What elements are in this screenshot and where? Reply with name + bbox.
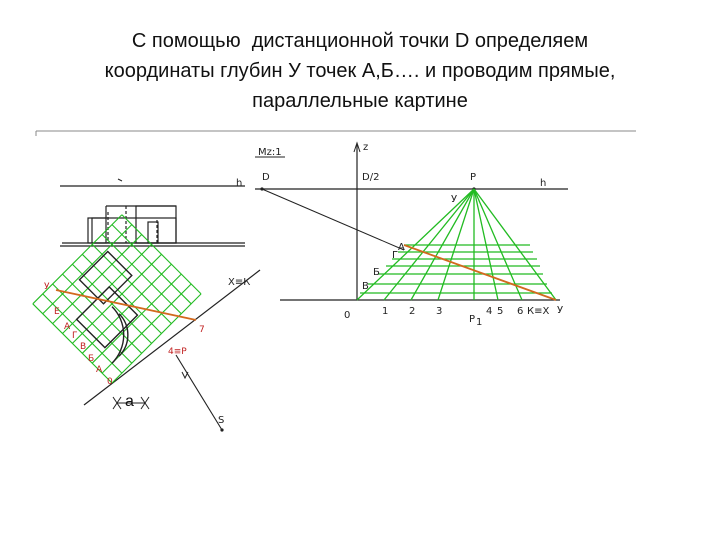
plan-e-label: Е bbox=[54, 307, 60, 317]
point-a-label: а bbox=[125, 393, 134, 410]
plan-seven-label: 7 bbox=[199, 325, 205, 335]
distance-line bbox=[261, 188, 405, 251]
building-elevation bbox=[60, 205, 245, 247]
x-end-label: К≡Х bbox=[527, 306, 549, 317]
tick-4: 4 bbox=[486, 306, 492, 317]
p1-subscript: 1 bbox=[476, 317, 482, 328]
plan-xk-label: Х≡К bbox=[228, 277, 250, 288]
p1-label: P bbox=[469, 314, 475, 325]
plan-a2-label: А bbox=[96, 365, 103, 375]
tick-2: 2 bbox=[409, 306, 415, 317]
tick-6: 6 bbox=[517, 306, 523, 317]
y-top-label: У bbox=[451, 194, 457, 205]
tick-3: 3 bbox=[436, 306, 442, 317]
y-axis-bottom-label: У bbox=[557, 305, 563, 316]
heading-line-2: координаты глубин У точек А,Б…. и провод… bbox=[104, 60, 616, 82]
heading-line-1: С помощью дистанционной точки D определя… bbox=[131, 30, 589, 52]
plan-g-label: Г bbox=[72, 331, 78, 341]
slide-heading: С помощью дистанционной точки D определя… bbox=[0, 26, 720, 116]
half-distance-label: D/2 bbox=[362, 172, 379, 183]
z-axis-label: z bbox=[363, 142, 368, 153]
perspective-orange-line bbox=[403, 244, 557, 301]
axis-ticks: 1 2 3 4 5 6 bbox=[382, 306, 523, 317]
scale-label: Мz:1 bbox=[258, 147, 282, 158]
plan-y-label: У bbox=[44, 282, 50, 292]
sight-line bbox=[175, 354, 223, 431]
principal-point-label: P bbox=[470, 172, 476, 183]
depth-label-v: В bbox=[362, 281, 369, 292]
plan-b-label: Б bbox=[88, 354, 94, 364]
plan-p-label: 4≡Р bbox=[168, 347, 187, 357]
plan-grid bbox=[32, 214, 202, 384]
tick-1: 1 bbox=[382, 306, 388, 317]
plan-zero-label: 0 bbox=[107, 377, 113, 387]
plan-a-label: А bbox=[64, 322, 71, 332]
plan-v-label: В bbox=[80, 342, 86, 352]
station-point bbox=[220, 428, 224, 432]
plan-view: Х≡К bbox=[32, 214, 261, 432]
plan-orange-line bbox=[55, 289, 197, 321]
depth-label-g: Г bbox=[392, 250, 398, 261]
horizon-label-right: h bbox=[540, 178, 546, 189]
distance-point-label: D bbox=[262, 172, 270, 183]
station-label: S bbox=[218, 415, 224, 426]
depth-label-a: А bbox=[398, 242, 405, 253]
tick-5: 5 bbox=[497, 306, 503, 317]
perspective-depth-lines bbox=[360, 244, 552, 294]
plan-picture-line bbox=[83, 269, 261, 406]
heading-line-3: параллельные картине bbox=[252, 90, 468, 112]
horizon-label-left: h bbox=[236, 178, 242, 189]
origin-label: 0 bbox=[344, 310, 350, 321]
depth-label-b: Б bbox=[373, 267, 380, 278]
